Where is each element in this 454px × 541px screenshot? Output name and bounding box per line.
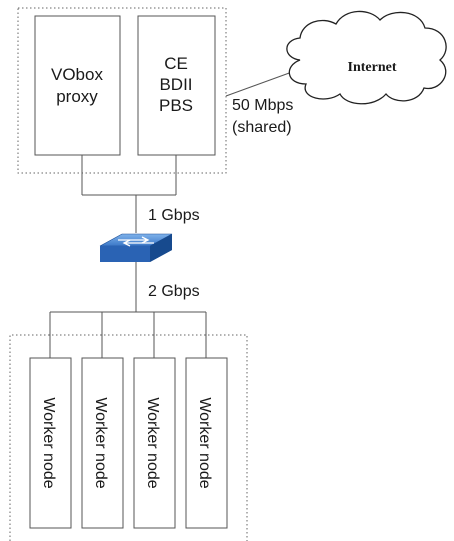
vobox-label-line-1: VObox [51, 65, 103, 84]
internet-bandwidth-line-1: 50 Mbps [232, 97, 293, 114]
server-group-frame [17, 7, 227, 174]
ce-server-box [137, 15, 216, 156]
worker-node-box [29, 357, 72, 529]
ce-label-line-3: PBS [159, 96, 193, 115]
server-to-switch-link [81, 155, 177, 233]
worker-node-label: Worker node [196, 397, 213, 488]
worker-node-label: Worker node [144, 397, 161, 488]
vobox-label-line-2: proxy [56, 87, 98, 106]
network-switch-icon [99, 233, 173, 262]
internet-cloud-icon [286, 10, 447, 105]
uplink-speed-label: 1 Gbps [148, 207, 200, 224]
internet-label: Internet [348, 60, 397, 75]
worker-group-frame [9, 334, 248, 541]
worker-node-box [185, 357, 228, 529]
ce-label-line-2: BDII [159, 75, 192, 94]
internet-bandwidth-line-2: (shared) [232, 119, 292, 136]
downlink-speed-label: 2 Gbps [148, 283, 200, 300]
worker-node-label: Worker node [92, 397, 109, 488]
ce-label-line-1: CE [164, 54, 188, 73]
vobox-server-box [34, 15, 121, 156]
worker-node-box [133, 357, 176, 529]
internet-link [225, 71, 293, 97]
worker-node-box [81, 357, 124, 529]
worker-bus [49, 311, 207, 358]
worker-node-label: Worker node [40, 397, 57, 488]
